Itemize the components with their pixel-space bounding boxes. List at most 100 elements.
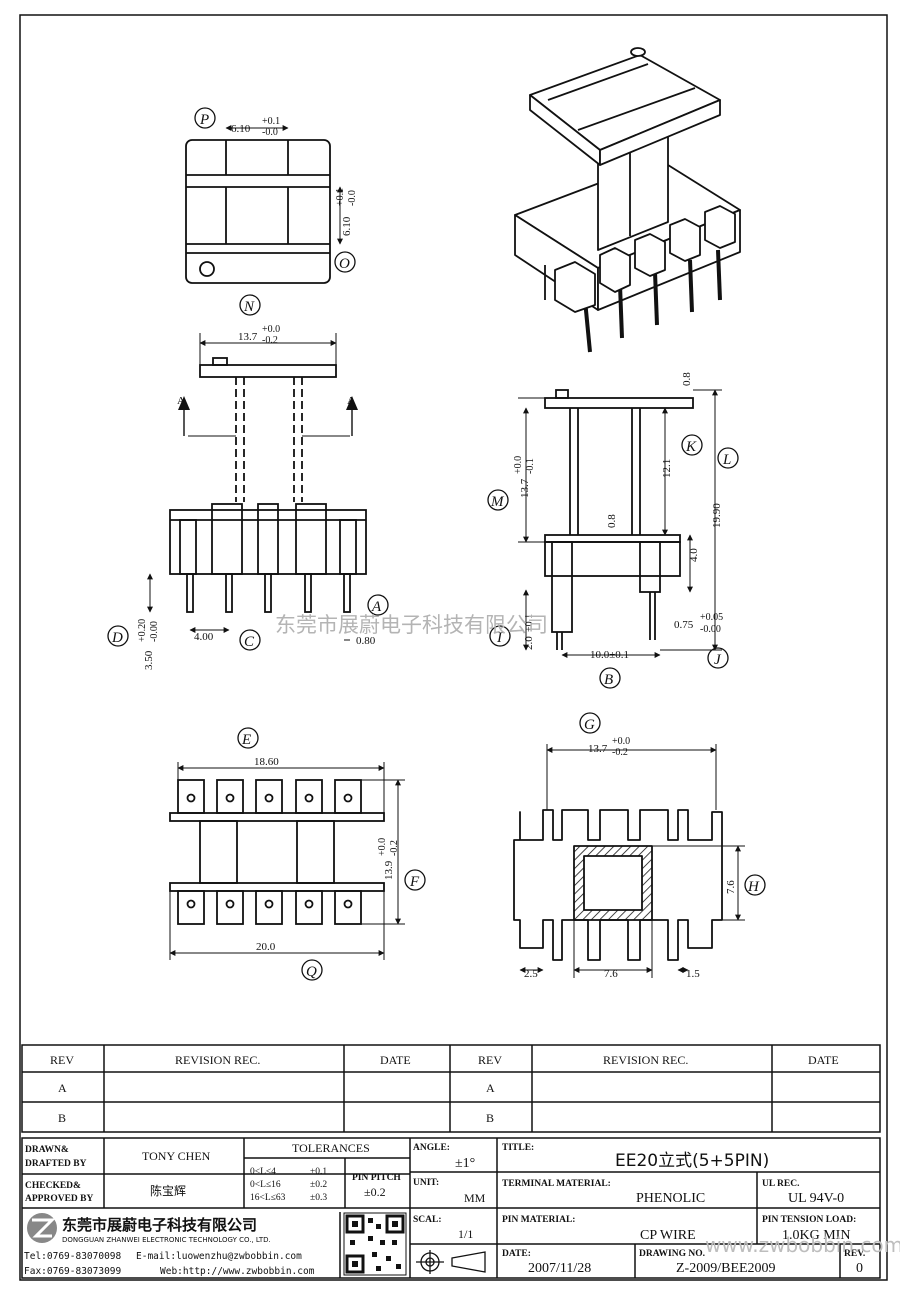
label-circle-n [239, 294, 261, 316]
tb-drawn-value: TONY CHEN [142, 1149, 211, 1163]
dim-side-pin-w: 0.75 [674, 619, 694, 631]
label-circle-f [404, 869, 426, 891]
qr-code-icon [343, 1212, 407, 1276]
label-l: L [722, 452, 731, 468]
section-arrow-left [178, 396, 190, 410]
label-d: D [111, 630, 123, 646]
label-circle-q [301, 959, 323, 981]
rev-row-a-right: A [486, 1081, 495, 1095]
dim-end-mid: 7.6 [604, 968, 618, 980]
label-h: H [747, 879, 760, 895]
isometric-view [514, 47, 741, 353]
tb-rev-label: REV. [844, 1249, 865, 1259]
tb-drawing-label: DRAWING NO. [639, 1249, 705, 1259]
tb-ul-label: UL REC. [762, 1179, 799, 1189]
dim-side-mid: 0.8 [606, 514, 618, 528]
tb-tension-value: 1.0KG MIN [782, 1228, 850, 1243]
sheet-border [19, 14, 888, 1281]
tb-tol-range-1: 0<L≤4 [250, 1167, 276, 1177]
label-j: J [714, 652, 722, 668]
section-label-left: A [177, 395, 185, 407]
label-g: G [584, 717, 595, 733]
dim-side-base: 10.0±0.1 [590, 649, 629, 661]
tb-angle-value: ±1° [455, 1156, 475, 1171]
tb-unit-value: MM [464, 1191, 486, 1205]
label-n: N [243, 299, 255, 315]
label-circle-g [579, 712, 601, 734]
label-circle-l [717, 447, 739, 469]
tb-company-en: DONGGUAN ZHANWEI ELECTRONIC TECHNOLOGY C… [62, 1236, 271, 1244]
tb-drawn-label-1: DRAWN& [25, 1145, 69, 1155]
dim-front-w: 13.7 [238, 331, 258, 343]
tb-unit-label: UNIT: [413, 1178, 439, 1188]
revision-table [21, 1044, 881, 1133]
dim-side-h-plus: +0.0 [513, 456, 524, 474]
dim-pin-w: 0.80 [356, 635, 376, 647]
dim-top-w: 6.10 [231, 123, 251, 135]
label-circle-j [707, 647, 729, 669]
dim-side-pin-plus: +0.1 [524, 614, 535, 632]
dim-bot-w: 18.60 [254, 756, 279, 768]
dim-end-right: 1.5 [686, 968, 700, 980]
front-view [147, 333, 367, 641]
dim-front-plus: +0.0 [262, 324, 280, 335]
section-arrow-right [346, 396, 358, 410]
dim-end-left: 2.5 [524, 968, 538, 980]
label-e: E [241, 732, 251, 748]
tb-tel: Tel:0769-83070098 [24, 1251, 122, 1262]
dim-top-w-plus: +0.1 [262, 116, 280, 127]
side-view [518, 389, 722, 658]
dim-side-pin-w-minus: -0.00 [700, 624, 721, 635]
rev-header-date-right: DATE [808, 1053, 839, 1067]
tb-pin-pitch-value: ±0.2 [364, 1185, 386, 1199]
rev-row-b-right: B [486, 1111, 494, 1125]
dim-pin-len-minus: -0.00 [149, 621, 160, 642]
top-view [185, 125, 343, 284]
label-circle-o [334, 251, 356, 273]
tb-checked-value: 陈宝辉 [150, 1183, 186, 1198]
label-o: O [339, 256, 350, 272]
label-circle-e [237, 727, 259, 749]
dim-pin-spacing: 4.00 [194, 631, 214, 643]
dim-top-h: 6.10 [341, 216, 353, 236]
watermark-company: 东莞市展蔚电子科技有限公司 [275, 613, 548, 637]
dim-side-h: 13.7 [519, 478, 531, 498]
rev-header-rec-right: REVISION REC. [603, 1053, 688, 1067]
label-circle-h [744, 874, 766, 896]
tb-web: Web:http://www.zwbobbin.com [160, 1266, 315, 1277]
rev-header-rec-left: REVISION REC. [175, 1053, 260, 1067]
label-c: C [244, 634, 255, 650]
dim-top-h-minus: -0.0 [347, 190, 358, 206]
tb-drawing-value: Z-2009/BEE2009 [676, 1261, 776, 1276]
dim-side-lower: 4.0 [688, 548, 700, 562]
tb-tol-range-3: 16<L≤63 [250, 1193, 286, 1203]
section-label-right: A [347, 395, 355, 407]
rev-header-rev-left: REV [50, 1053, 74, 1067]
dim-pin-len: 3.50 [143, 650, 155, 670]
tb-checked-label-1: CHECKED& [25, 1181, 81, 1191]
tb-tol-value-2: ±0.2 [310, 1180, 327, 1190]
dim-bot-h-minus: -0.2 [389, 840, 400, 856]
label-circle-c [239, 629, 261, 651]
label-circle-b [599, 667, 621, 689]
label-circle-a [367, 594, 389, 616]
dim-end-plus: +0.0 [612, 736, 630, 747]
tb-ul-value: UL 94V-0 [788, 1191, 844, 1206]
tb-company-cn: 东莞市展蔚电子科技有限公司 [62, 1216, 257, 1234]
tb-scale-value: 1/1 [458, 1227, 473, 1241]
title-block-grid [21, 1137, 881, 1279]
dim-top-h-plus: +0.1 [335, 188, 346, 206]
tb-date-label: DATE: [502, 1249, 531, 1259]
label-k: K [685, 439, 697, 455]
label-b: B [604, 672, 613, 688]
tb-title-label: TITLE: [502, 1143, 534, 1153]
tb-pin-pitch-label: PIN PITCH [352, 1173, 401, 1183]
dim-side-inner: 12.1 [661, 459, 673, 478]
tb-pin-material-value: CP WIRE [640, 1228, 696, 1243]
label-circle-m [487, 489, 509, 511]
tb-scale-label: SCAL: [413, 1215, 442, 1225]
end-view [513, 744, 745, 978]
dim-top-w-minus: -0.0 [262, 127, 278, 138]
tb-email: E-mail:luowenzhu@zwbobbin.com [136, 1251, 302, 1262]
